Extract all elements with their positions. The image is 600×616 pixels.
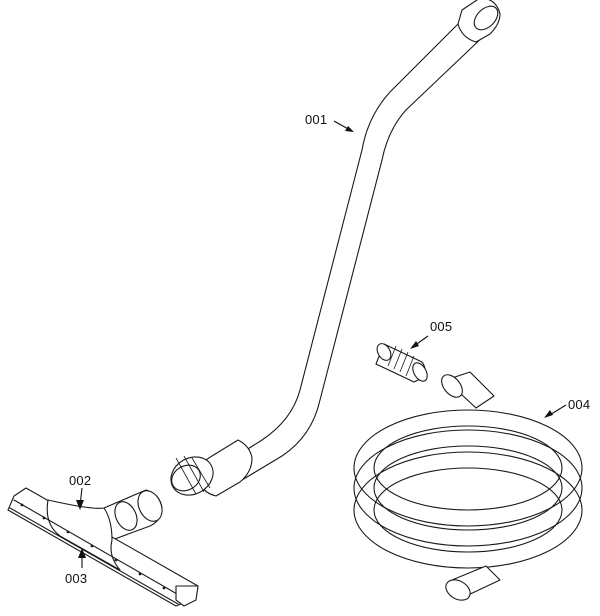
part-label-005: 005 (430, 319, 453, 334)
wand-tube (197, 0, 501, 497)
floor-tool (7, 487, 199, 607)
part-label-001: 001 (305, 112, 328, 127)
part-label-002: 002 (69, 473, 92, 488)
coiled-hose (353, 371, 583, 601)
part-label-004: 004 (568, 397, 591, 412)
part-label-003: 003 (65, 571, 88, 586)
leader-lines (76, 120, 567, 568)
threaded-connector (375, 343, 428, 383)
coupling-ring (170, 455, 214, 496)
